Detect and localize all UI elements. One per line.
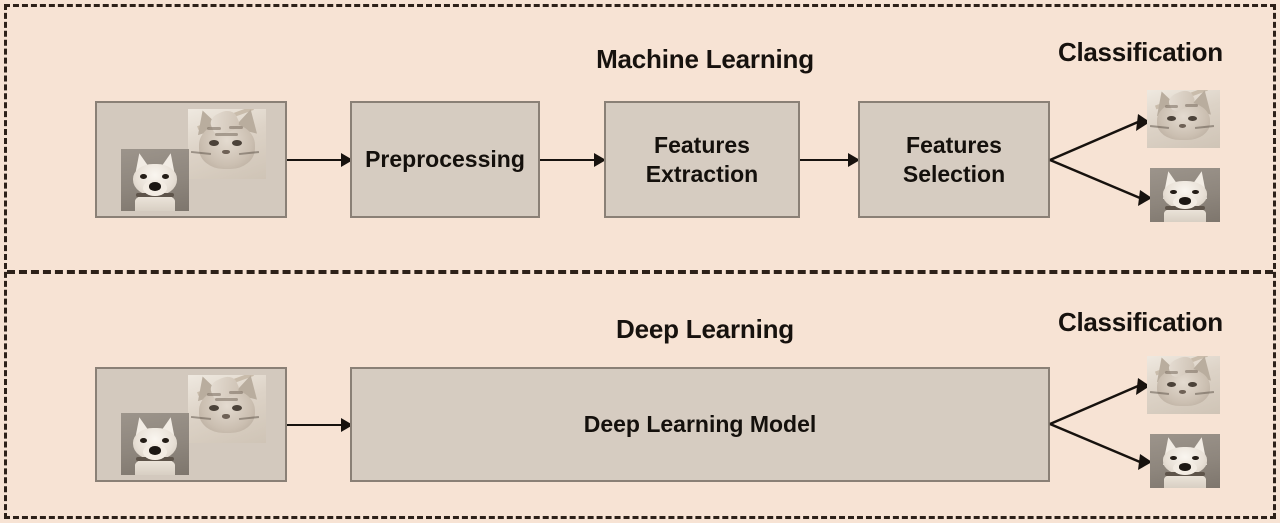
dl-arrow-input-to-model	[287, 418, 353, 432]
dl-output-dog-photo	[1150, 434, 1220, 488]
ml-stage-features-selection-label: Features Selection	[903, 131, 1005, 189]
ml-stage-features-extraction-label: Features Extraction	[646, 131, 758, 189]
ml-stage-preprocessing[interactable]: Preprocessing	[350, 101, 540, 218]
ml-features-selection-line2: Selection	[902, 160, 1006, 187]
ml-input-images-box	[95, 101, 287, 218]
dl-output-cat-photo	[1147, 356, 1220, 414]
ml-stage-preprocessing-label: Preprocessing	[365, 146, 525, 173]
machine-learning-classification-title: Classification	[1058, 37, 1223, 67]
deep-learning-classification-title: Classification	[1058, 307, 1223, 337]
ml-input-cat-photo	[188, 109, 266, 179]
ml-classification-branch-arrows	[1049, 114, 1152, 206]
ml-stage-features-extraction[interactable]: Features Extraction	[604, 101, 800, 218]
panel-divider	[7, 270, 1273, 274]
dl-input-cat-photo	[188, 375, 266, 443]
ml-arrow-input-to-preprocessing	[287, 153, 353, 167]
ml-arrow-preprocessing-to-extraction	[540, 153, 606, 167]
ml-output-dog-photo	[1150, 168, 1220, 222]
panel-machine-learning: Machine Learning Classification	[95, 37, 1223, 222]
dl-stage-deep-learning-model-label: Deep Learning Model	[583, 411, 817, 438]
ml-stage-features-selection[interactable]: Features Selection	[858, 101, 1050, 218]
deep-learning-title: Deep Learning	[616, 314, 794, 344]
dl-input-images-box	[95, 367, 287, 482]
ml-output-cat-photo	[1147, 90, 1220, 148]
panel-deep-learning: Deep Learning Classification	[0, 272, 1280, 523]
ml-arrow-extraction-to-selection	[800, 153, 860, 167]
machine-learning-title: Machine Learning	[596, 44, 814, 74]
dl-input-dog-photo	[121, 413, 189, 475]
ml-features-selection-line1: Features	[906, 131, 1002, 158]
ml-input-dog-photo	[121, 149, 189, 211]
ml-features-extraction-line2: Extraction	[645, 160, 759, 187]
dl-stage-deep-learning-model[interactable]: Deep Learning Model	[350, 367, 1050, 482]
ml-features-extraction-line1: Features	[654, 131, 750, 158]
dl-classification-branch-arrows	[1049, 378, 1152, 470]
